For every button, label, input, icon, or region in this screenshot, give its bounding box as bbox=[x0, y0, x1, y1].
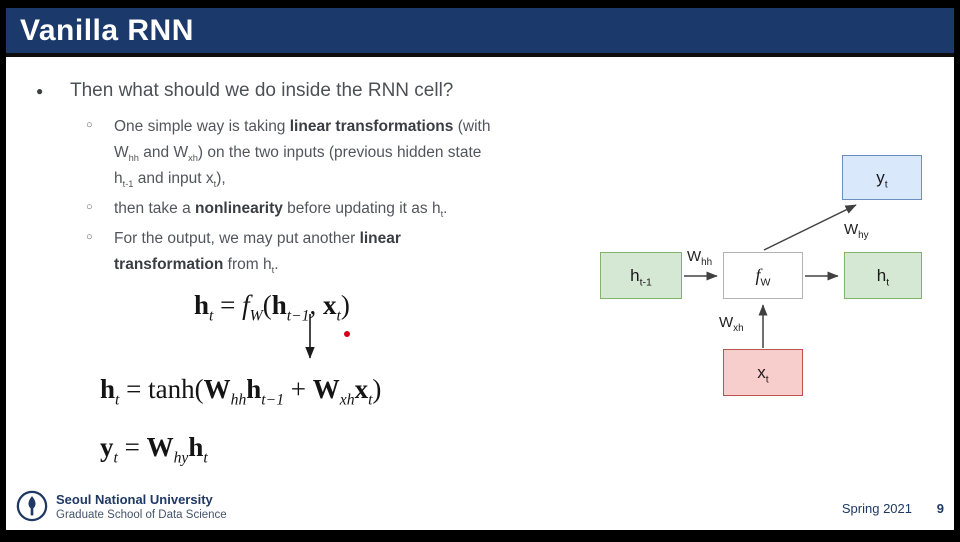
node-label-sub: W bbox=[760, 276, 771, 289]
bullet-marker: ● bbox=[36, 84, 44, 98]
edge-label-sub: xh bbox=[733, 323, 744, 334]
main-bullet: ● Then what should we do inside the RNN … bbox=[36, 80, 581, 102]
slide-header: Vanilla RNN bbox=[6, 8, 954, 57]
slide: Vanilla RNN ● Then what should we do ins… bbox=[6, 8, 954, 530]
diagram-node-ht: ht bbox=[844, 252, 922, 299]
page-number: 9 bbox=[936, 501, 944, 516]
sub-bullet-text: then take a nonlinearity before updating… bbox=[114, 200, 448, 220]
edge-label-sub: hy bbox=[858, 230, 869, 241]
node-label: h bbox=[876, 266, 887, 285]
sub-bullet-marker: ○ bbox=[86, 231, 93, 244]
sub-bullet-marker: ○ bbox=[86, 119, 93, 131]
sub-bullet-list: ○ One simple way is taking linear transf… bbox=[86, 114, 581, 278]
node-label: y bbox=[876, 168, 885, 187]
edge-label-text: W bbox=[719, 314, 734, 331]
edge-label-wxh: Wxh bbox=[719, 314, 744, 334]
laser-pointer-dot bbox=[344, 331, 350, 337]
slide-footer: Seoul National University Graduate Schoo… bbox=[6, 488, 954, 530]
diagram-node-ht-prev: ht-1 bbox=[600, 252, 682, 299]
sub-bullet-text: One simple way is taking linear transfor… bbox=[114, 118, 491, 190]
slide-title: Vanilla RNN bbox=[20, 13, 194, 47]
sub-bullet-marker: ○ bbox=[86, 201, 93, 214]
node-label: x bbox=[757, 363, 766, 382]
node-label-sub: t bbox=[884, 178, 888, 191]
footer-school: Graduate School of Data Science bbox=[56, 509, 227, 521]
edge-label-whh: Whh bbox=[687, 248, 713, 268]
diagram-node-yt: yt bbox=[842, 155, 922, 200]
edge-label-sub: hh bbox=[701, 257, 713, 268]
equation-yt: yt = Whyht bbox=[100, 432, 208, 467]
footer-institution-block: Seoul National University Graduate Schoo… bbox=[56, 492, 227, 521]
node-label-sub: t-1 bbox=[639, 276, 652, 289]
node-label-sub: t bbox=[765, 373, 769, 386]
footer-institution: Seoul National University bbox=[56, 492, 213, 507]
edge-label-text: W bbox=[687, 248, 702, 265]
equation-ht-fw: ht = fW(ht−1, xt) bbox=[194, 290, 350, 325]
node-label: h bbox=[630, 266, 640, 285]
snu-logo bbox=[16, 490, 48, 522]
sub-bullet: ○ then take a nonlinearity before updati… bbox=[86, 196, 581, 222]
node-label: f bbox=[755, 265, 761, 285]
footer-semester: Spring 2021 bbox=[841, 501, 912, 516]
diagram-node-fw: fW bbox=[723, 252, 803, 299]
main-bullet-text: Then what should we do inside the RNN ce… bbox=[70, 80, 454, 101]
sub-bullet-text: For the output, we may put another linea… bbox=[114, 230, 401, 276]
node-label-sub: t bbox=[886, 276, 890, 289]
sub-bullet: ○ One simple way is taking linear transf… bbox=[86, 114, 581, 192]
diagram-node-xt: xt bbox=[723, 349, 803, 396]
edge-label-text: W bbox=[844, 221, 859, 238]
bullet-list: ● Then what should we do inside the RNN … bbox=[36, 80, 581, 282]
arrow-f-to-y bbox=[763, 204, 857, 251]
equation-ht-tanh: ht = tanh(Whhht−1 + Wxhxt) bbox=[100, 374, 382, 409]
sub-bullet: ○ For the output, we may put another lin… bbox=[86, 226, 581, 278]
edge-label-why: Why bbox=[844, 221, 869, 241]
